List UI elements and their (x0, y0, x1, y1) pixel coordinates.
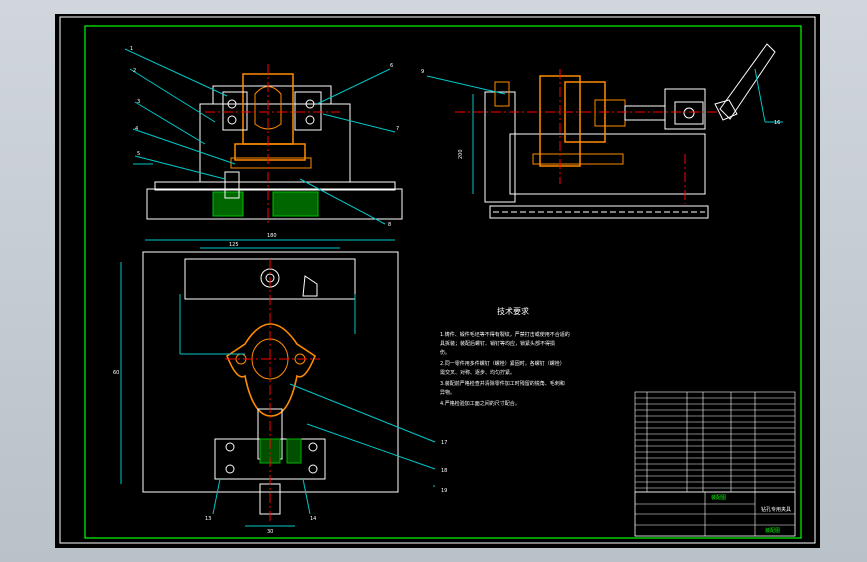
drawing-frame (84, 25, 802, 539)
front-view (124, 48, 403, 225)
dimension-top-width: 180 (267, 233, 277, 239)
callout-label: 13 (205, 516, 211, 522)
dimension-height-left: 60 (113, 370, 119, 376)
callout-label: 2 (133, 68, 136, 74)
callout-label: 8 (388, 222, 391, 228)
drawing-canvas[interactable]: 1 2 3 4 5 6 7 8 9 16 200 (55, 14, 820, 548)
company-label: 装配图 (765, 527, 780, 534)
note-line: 具拆装；装配后螺钉、销钉等均应，锁紧头部不得损 (440, 340, 555, 347)
note-line: 2.同一零件用多件螺钉（螺栓）紧固时，各螺钉（螺栓） (440, 360, 565, 367)
note-line: 异物。 (440, 389, 455, 396)
drawing-name: 钻孔专用夹具 (761, 506, 791, 513)
callout-label: 7 (396, 126, 399, 132)
callout-label: 4 (135, 126, 138, 132)
callout-label: 18 (441, 468, 447, 474)
dimension-inner-width: 125 (229, 242, 239, 248)
callout-label: 3 (137, 99, 140, 105)
note-line: 伤。 (440, 349, 450, 356)
callout-label: 14 (310, 516, 316, 522)
note-line: 1.铸件、锻件毛坯等不得有裂纹，严禁打击或使用不合适的 (440, 331, 570, 338)
assembly-drawing: 1 2 3 4 5 6 7 8 9 16 200 (59, 16, 816, 544)
callout-label: 16 (774, 120, 780, 126)
callout-label: 17 (441, 440, 447, 446)
dimension-bottom-width: 30 (267, 529, 273, 535)
outer-border (59, 16, 816, 544)
callout-label: 5 (137, 151, 140, 157)
dimension-side-height: 200 (458, 149, 464, 159)
note-line: 需交叉、对称、逐步、均匀拧紧。 (440, 369, 515, 376)
callout-label: 6 (390, 63, 393, 69)
callout-label: 19 (441, 488, 447, 494)
callout-label: 9 (421, 69, 424, 75)
callout-label: 1 (130, 46, 133, 52)
top-view (120, 239, 436, 527)
note-line: 4.严格检验加工面之间的尺寸配合。 (440, 400, 520, 407)
notes-title: 技术要求 (497, 306, 529, 316)
material-label: 装配图 (711, 494, 726, 501)
technical-notes: 技术要求 1.铸件、锻件毛坯等不得有裂纹，严禁打击或使用不合适的 具拆装；装配后… (440, 306, 570, 407)
side-view (426, 43, 783, 219)
parts-list (634, 391, 796, 493)
title-block: 钻孔专用夹具 装配图 装配图 (634, 491, 796, 537)
note-line: 3.装配前严格检查并清除零件加工时残留的锐角、毛刺和 (440, 380, 565, 387)
